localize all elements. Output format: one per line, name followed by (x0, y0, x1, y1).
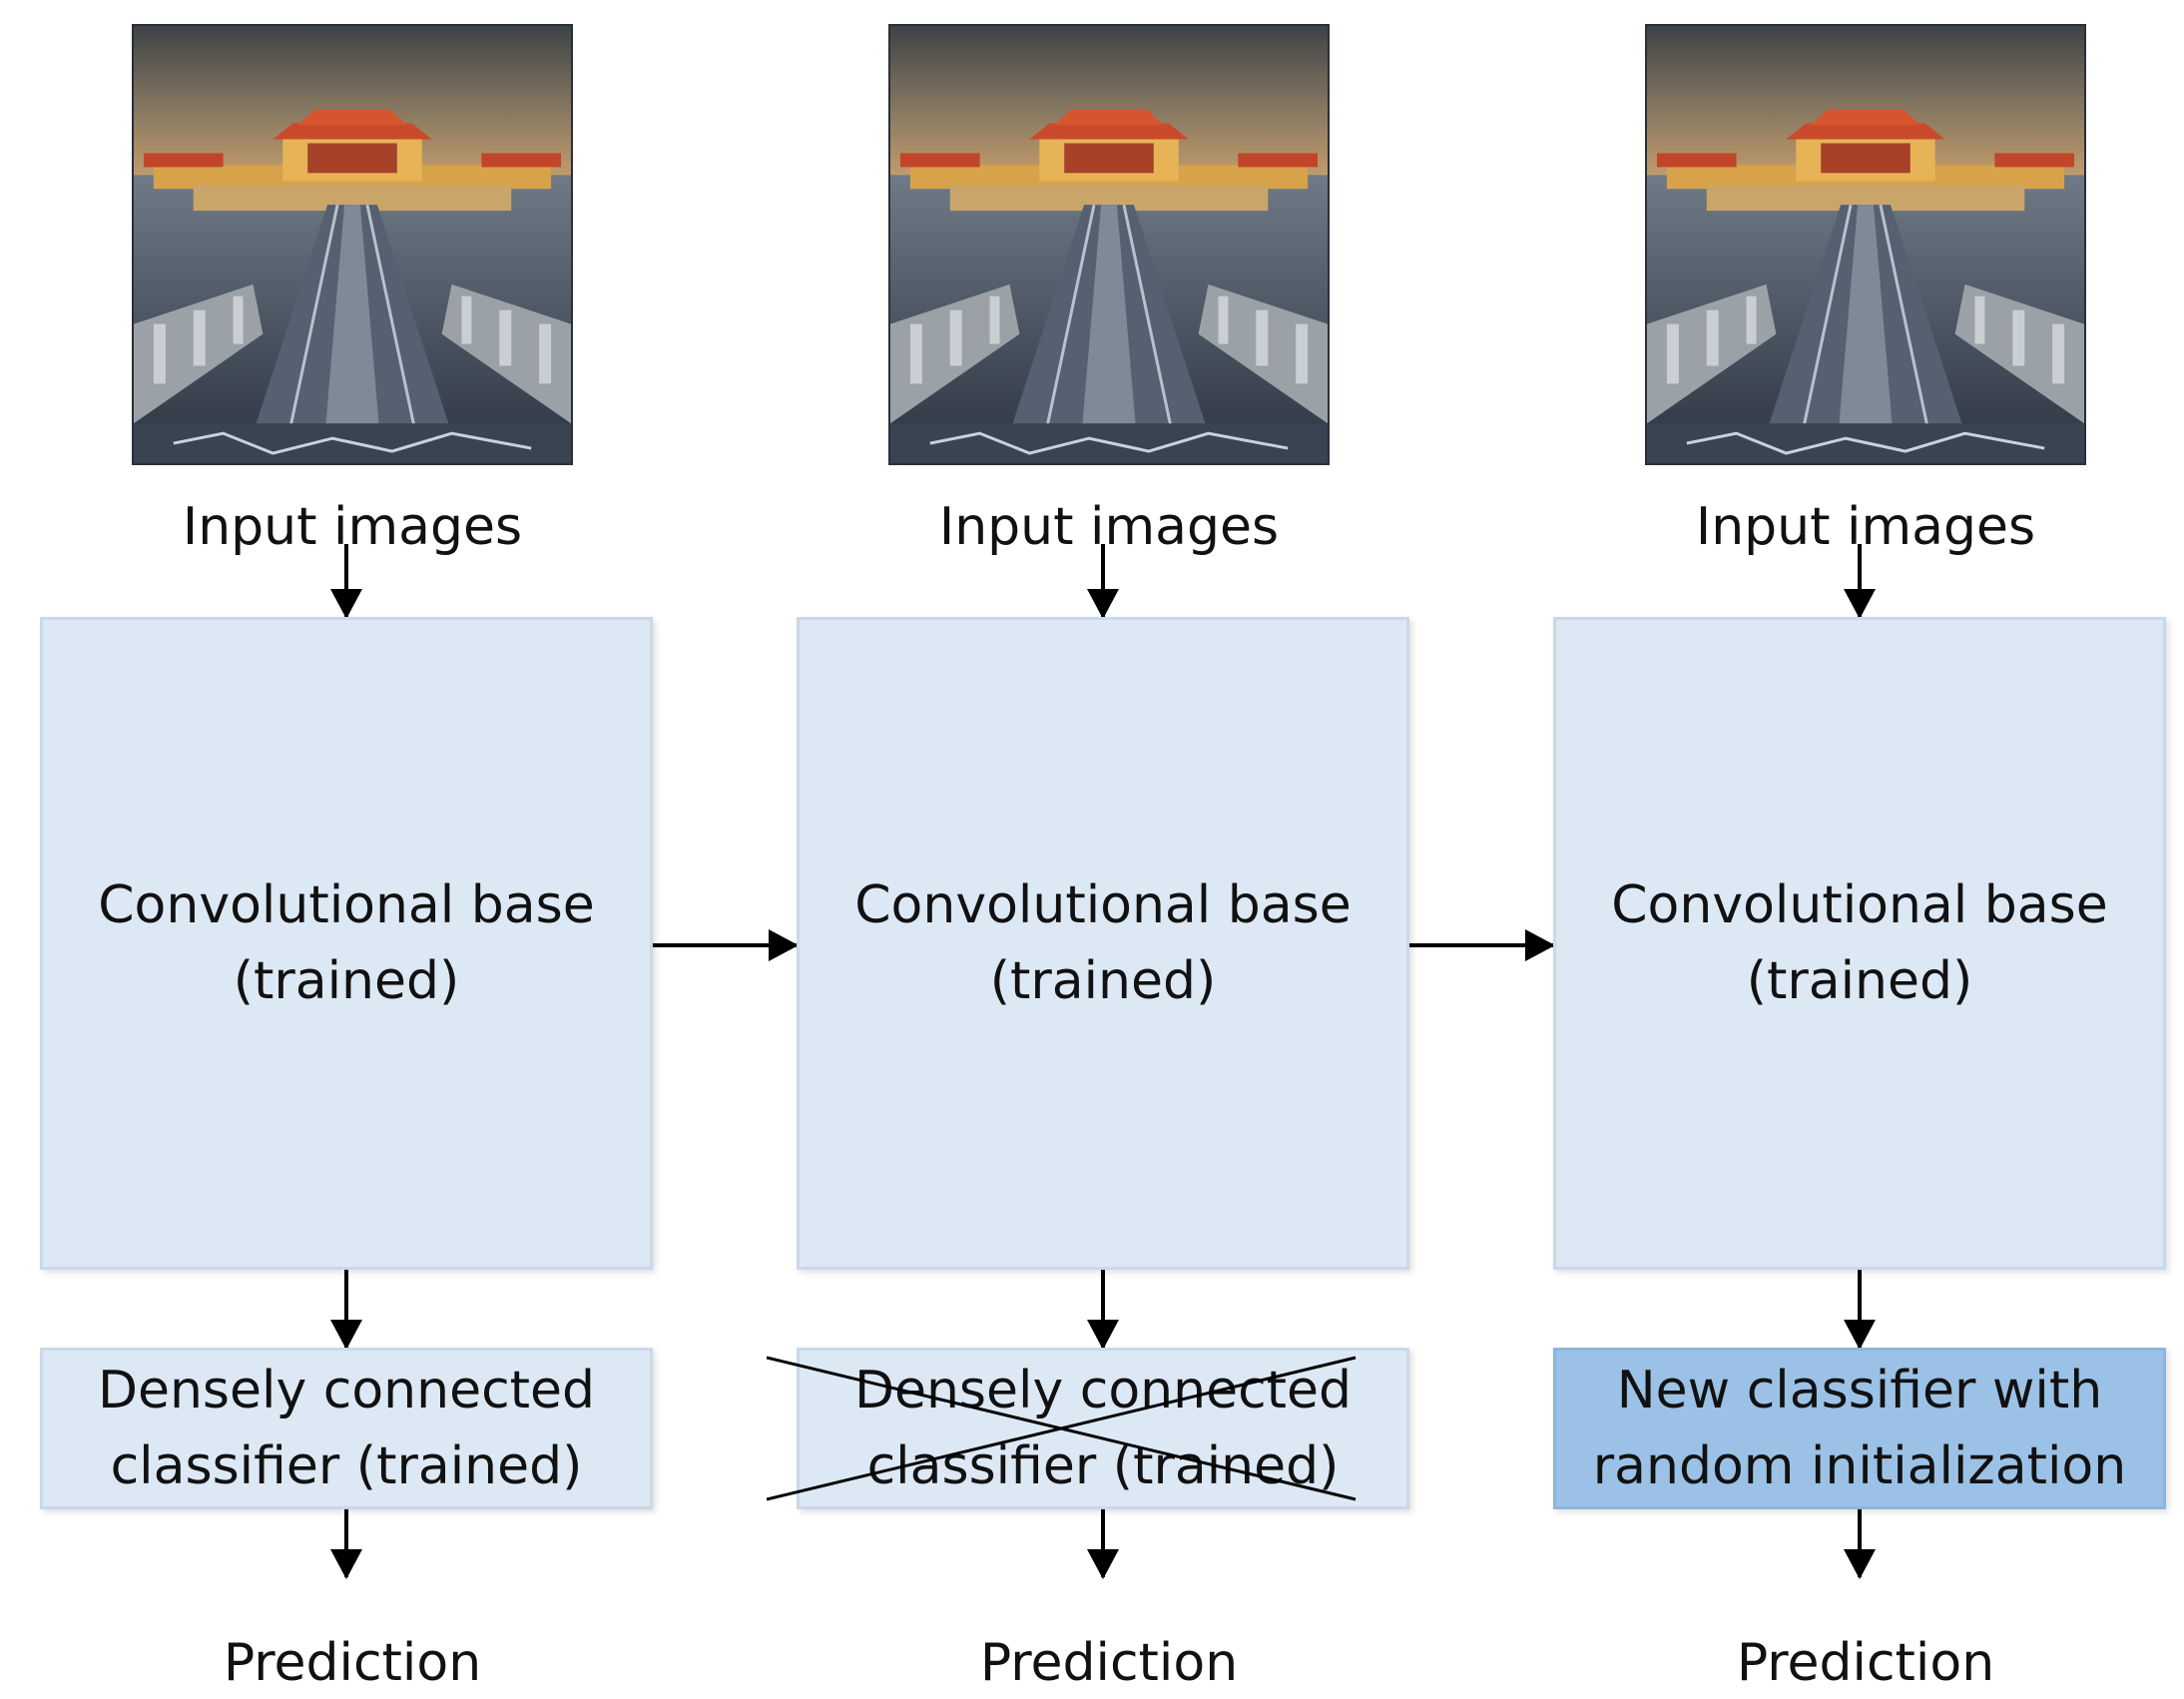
prediction-label: Prediction (223, 1633, 482, 1693)
conv-base-title: Convolutional base (854, 875, 1352, 935)
classifier-status: classifier (trained) (866, 1436, 1340, 1496)
classifier-status: classifier (trained) (110, 1436, 583, 1496)
arrow-down (1844, 1270, 1876, 1350)
convolutional-base-box: Convolutional base (trained) (797, 617, 1409, 1270)
input-images-label: Input images (182, 497, 523, 557)
conv-base-title: Convolutional base (1611, 875, 2108, 935)
convolutional-base-box: Convolutional base (trained) (40, 617, 653, 1270)
palace-photo-icon (134, 26, 571, 463)
arrow-down (330, 1270, 362, 1350)
classifier-title: Densely connected (853, 1361, 1353, 1420)
column-3: Input images Convolutional base (trained… (1553, 0, 2184, 1694)
arrow-down (1844, 544, 1876, 619)
arrow-down (1087, 1509, 1119, 1579)
arrow-down (1087, 544, 1119, 619)
classifier-title: Densely connected (97, 1361, 596, 1420)
new-classifier-box: New classifier with random initializatio… (1553, 1348, 2166, 1509)
input-images-label: Input images (938, 497, 1280, 557)
input-images-label: Input images (1695, 497, 2036, 557)
input-photo (1645, 24, 2086, 465)
palace-photo-icon (890, 26, 1328, 463)
conv-base-status: (trained) (233, 951, 460, 1011)
arrow-down (1087, 1270, 1119, 1350)
input-photo (888, 24, 1330, 465)
arrow-right (653, 929, 799, 961)
input-photo (132, 24, 573, 465)
convolutional-base-box: Convolutional base (trained) (1553, 617, 2166, 1270)
classifier-box-removed: Densely connected classifier (trained) (797, 1348, 1409, 1509)
palace-photo-icon (1647, 26, 2084, 463)
arrow-right (1409, 929, 1555, 961)
arrow-down (330, 1509, 362, 1579)
conv-base-title: Convolutional base (98, 875, 595, 935)
prediction-label: Prediction (979, 1633, 1239, 1693)
prediction-label: Prediction (1736, 1633, 1995, 1693)
column-2: Input images Convolutional base (trained… (767, 0, 1435, 1694)
arrow-down (330, 544, 362, 619)
column-1: Input images Convolutional base (trained… (40, 0, 679, 1694)
arrow-down (1844, 1509, 1876, 1579)
classifier-title: New classifier with (1616, 1361, 2103, 1420)
classifier-box: Densely connected classifier (trained) (40, 1348, 653, 1509)
classifier-status: random initialization (1592, 1436, 2127, 1496)
conv-base-status: (trained) (1746, 951, 1973, 1011)
conv-base-status: (trained) (989, 951, 1217, 1011)
